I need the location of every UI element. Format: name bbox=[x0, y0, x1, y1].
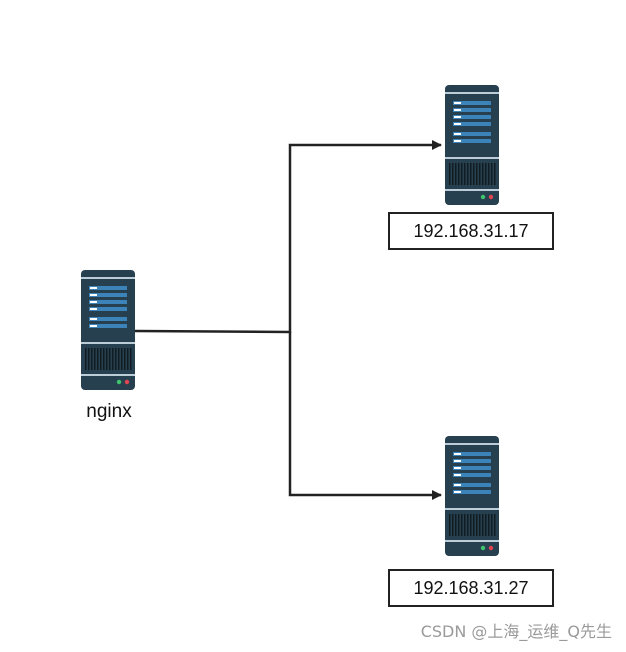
nginx-server-icon bbox=[81, 270, 135, 390]
watermark: CSDN @上海_运维_Q先生 bbox=[420, 622, 612, 641]
top-server-icon bbox=[445, 85, 499, 205]
bottom-server-icon bbox=[445, 436, 499, 556]
server-ip-label-bottom: 192.168.31.27 bbox=[388, 569, 554, 607]
connector-nginx-to-bottom bbox=[288, 332, 442, 500]
nginx-label: nginx bbox=[86, 401, 132, 422]
server-ip-label-top: 192.168.31.17 bbox=[388, 212, 554, 250]
connector-nginx-to-top bbox=[134, 140, 442, 334]
